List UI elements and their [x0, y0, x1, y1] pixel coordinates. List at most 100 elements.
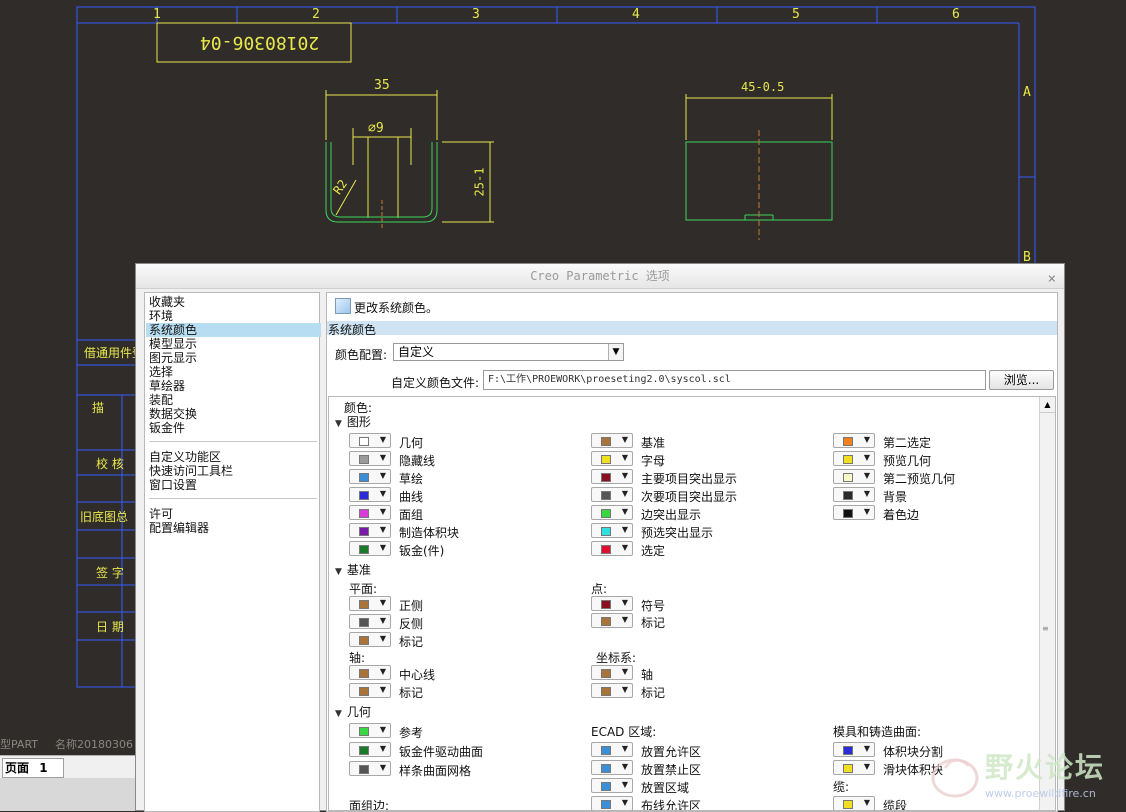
color-swatch-button[interactable]: ▼ — [833, 742, 875, 757]
chevron-down-icon: ▼ — [379, 725, 386, 734]
color-chip — [359, 618, 369, 627]
color-swatch-button[interactable]: ▼ — [591, 469, 633, 484]
color-swatch-button[interactable]: ▼ — [833, 796, 875, 810]
color-swatch-button[interactable]: ▼ — [591, 665, 633, 680]
color-swatch-button[interactable]: ▼ — [349, 614, 391, 629]
color-swatch-button[interactable]: ▼ — [349, 469, 391, 484]
frame-column-6: 6 — [952, 7, 960, 22]
color-swatch-button[interactable]: ▼ — [591, 505, 633, 520]
title-block-number: 20180306-04 — [200, 32, 320, 53]
color-swatch-button[interactable]: ▼ — [349, 523, 391, 538]
vertical-scrollbar[interactable]: ▲ ≡ — [1039, 397, 1055, 810]
color-swatch-button[interactable]: ▼ — [591, 541, 633, 556]
scroll-up-icon[interactable]: ▲ — [1040, 397, 1055, 413]
dialog-title: Creo Parametric 选项 — [530, 269, 670, 283]
custom-color-file-input[interactable]: F:\工作\PROEWORK\proeseting2.0\syscol.scl — [483, 370, 986, 390]
side-label-borrowed: 借通用件登 — [84, 346, 145, 360]
chevron-down-icon: ▼ — [621, 744, 628, 753]
color-swatch-button[interactable]: ▼ — [591, 778, 633, 793]
close-icon[interactable]: × — [1047, 271, 1056, 287]
color-chip — [601, 473, 611, 482]
color-item-label: 布线允许区 — [641, 799, 702, 811]
datum-section-toggle[interactable]: ▼基准 — [335, 561, 371, 578]
color-chip — [843, 473, 853, 482]
color-item-label: 轴 — [641, 668, 654, 682]
color-swatch-button[interactable]: ▼ — [349, 761, 391, 776]
nav-item-system-colors[interactable]: 系统颜色 — [146, 323, 321, 337]
color-swatch-button[interactable]: ▼ — [349, 596, 391, 611]
color-swatch-button[interactable]: ▼ — [833, 433, 875, 448]
color-swatch-button[interactable]: ▼ — [833, 487, 875, 502]
color-swatch-button[interactable]: ▼ — [833, 760, 875, 775]
nav-item-config-editor[interactable]: 配置编辑器 — [149, 521, 210, 535]
geometry-section-toggle[interactable]: ▼几何 — [335, 703, 371, 720]
chevron-down-icon: ▼ — [379, 634, 386, 643]
caret-down-icon: ▼ — [335, 709, 342, 719]
color-swatch-button[interactable]: ▼ — [591, 742, 633, 757]
frame-column-5: 5 — [792, 7, 800, 22]
color-chip — [359, 473, 369, 482]
nav-item-data-exchange[interactable]: 数据交换 — [149, 407, 198, 421]
graphics-section-title: 图形 — [346, 415, 371, 429]
color-item-label: 面组 — [399, 508, 424, 522]
color-swatch-button[interactable]: ▼ — [349, 505, 391, 520]
color-swatch-button[interactable]: ▼ — [833, 469, 875, 484]
color-chip — [359, 545, 369, 554]
forum-watermark: 野火论坛 www.proewildfire.cn — [925, 738, 1126, 811]
color-swatch-button[interactable]: ▼ — [591, 613, 633, 628]
nav-item-environment[interactable]: 环境 — [149, 309, 174, 323]
nav-item-sketcher[interactable]: 草绘器 — [149, 379, 186, 393]
axis-label: 轴: — [349, 651, 366, 665]
dim-width-right: 45-0.5 — [741, 80, 785, 94]
color-item-label: 草绘 — [399, 472, 424, 486]
color-item-label: 反侧 — [399, 617, 424, 631]
nav-item-assembly[interactable]: 装配 — [149, 393, 174, 407]
chevron-down-icon: ▼ — [621, 685, 628, 694]
chevron-down-icon: ▼ — [379, 616, 386, 625]
nav-item-sheetmetal[interactable]: 钣金件 — [149, 421, 186, 435]
header-text: 更改系统颜色。 — [354, 301, 439, 315]
color-swatch-button[interactable]: ▼ — [591, 760, 633, 775]
nav-divider — [149, 441, 317, 442]
color-swatch-button[interactable]: ▼ — [349, 665, 391, 680]
color-swatch-button[interactable]: ▼ — [591, 451, 633, 466]
dialog-title-bar[interactable]: Creo Parametric 选项 × — [136, 264, 1064, 289]
color-swatch-button[interactable]: ▼ — [349, 451, 391, 466]
color-item-label: 字母 — [641, 454, 666, 468]
nav-item-entity-display[interactable]: 图元显示 — [149, 351, 198, 365]
color-swatch-button[interactable]: ▼ — [349, 487, 391, 502]
color-swatch-button[interactable]: ▼ — [349, 433, 391, 448]
graphics-section-toggle[interactable]: ▼图形 — [335, 413, 371, 430]
color-swatch-button[interactable]: ▼ — [591, 433, 633, 448]
color-scheme-select[interactable]: 自定义 ▼ — [393, 343, 624, 361]
color-swatch-button[interactable]: ▼ — [833, 505, 875, 520]
browse-button[interactable]: 浏览... — [989, 370, 1054, 390]
color-swatch-button[interactable]: ▼ — [349, 723, 391, 738]
scroll-grip-icon[interactable]: ≡ — [1042, 624, 1049, 633]
color-chip — [359, 600, 369, 609]
color-chip — [843, 437, 853, 446]
color-swatch-button[interactable]: ▼ — [591, 596, 633, 611]
color-item-label: 边突出显示 — [641, 508, 702, 522]
color-swatch-button[interactable]: ▼ — [349, 742, 391, 757]
nav-item-window-settings[interactable]: 窗口设置 — [149, 478, 198, 492]
nav-item-customize-ribbon[interactable]: 自定义功能区 — [149, 450, 222, 464]
nav-item-favorites[interactable]: 收藏夹 — [149, 295, 186, 309]
color-swatch-button[interactable]: ▼ — [591, 487, 633, 502]
nav-item-selection[interactable]: 选择 — [149, 365, 174, 379]
color-swatch-button[interactable]: ▼ — [349, 632, 391, 647]
section-title: 系统颜色 — [328, 323, 377, 337]
color-swatch-button[interactable]: ▼ — [349, 541, 391, 556]
chevron-down-icon: ▼ — [379, 507, 386, 516]
color-swatch-button[interactable]: ▼ — [591, 683, 633, 698]
nav-item-model-display[interactable]: 模型显示 — [149, 337, 198, 351]
page-tab[interactable]: 页面 1 — [2, 758, 64, 778]
chevron-down-icon: ▼ — [379, 435, 386, 444]
nav-item-license[interactable]: 许可 — [149, 507, 174, 521]
chevron-down-icon: ▼ — [863, 744, 870, 753]
color-swatch-button[interactable]: ▼ — [591, 523, 633, 538]
color-swatch-button[interactable]: ▼ — [591, 796, 633, 810]
color-swatch-button[interactable]: ▼ — [833, 451, 875, 466]
color-swatch-button[interactable]: ▼ — [349, 683, 391, 698]
nav-item-quick-access-toolbar[interactable]: 快速访问工具栏 — [149, 464, 234, 478]
